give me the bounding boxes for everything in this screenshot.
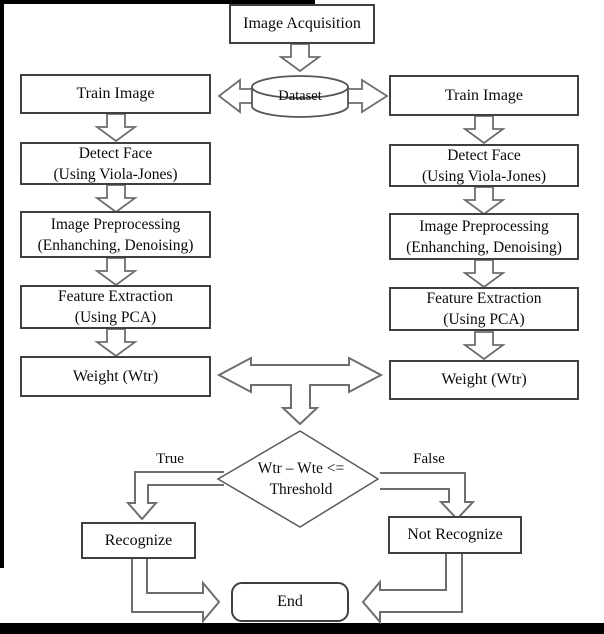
box-preprocess-left <box>20 211 211 258</box>
box-weight-right <box>389 360 579 400</box>
box-end <box>231 582 349 622</box>
flow-nodes <box>20 4 579 622</box>
box-preprocess-right <box>389 213 579 260</box>
down-arrow-icon <box>464 259 504 288</box>
box-image-acquisition <box>229 4 375 44</box>
frame-bar-bottom <box>0 623 604 634</box>
down-arrow-icon <box>464 331 504 360</box>
down-arrow-icon <box>96 113 136 142</box>
box-train-right <box>389 75 579 116</box>
frame-bar-top <box>0 0 315 4</box>
frame-bar-left <box>0 0 4 568</box>
left-arrow-icon <box>217 78 255 114</box>
box-detect-left <box>20 142 211 185</box>
down-arrow-icon <box>280 43 320 72</box>
double-arrow-with-stem <box>216 356 384 426</box>
box-weight-left <box>20 356 211 397</box>
box-feature-right <box>389 287 579 331</box>
elbow-false-arrow <box>380 472 476 521</box>
elbow-notrecognize-end-arrow <box>361 554 463 625</box>
down-arrow-icon <box>96 257 136 286</box>
box-train-left <box>20 74 211 114</box>
box-feature-left <box>20 285 211 329</box>
dataset-cylinder <box>251 75 349 118</box>
down-arrow-icon <box>96 328 136 357</box>
flow-arrows <box>96 43 504 625</box>
down-arrow-icon <box>464 186 504 215</box>
down-arrow-icon <box>96 184 136 213</box>
box-not-recognize <box>388 516 522 554</box>
down-arrow-icon <box>464 115 504 144</box>
box-detect-right <box>389 144 579 187</box>
elbow-recognize-end-arrow <box>131 559 221 624</box>
box-recognize <box>81 522 196 559</box>
elbow-true-arrow <box>125 471 224 521</box>
right-arrow-icon <box>347 78 389 114</box>
decision-diamond <box>216 430 380 528</box>
